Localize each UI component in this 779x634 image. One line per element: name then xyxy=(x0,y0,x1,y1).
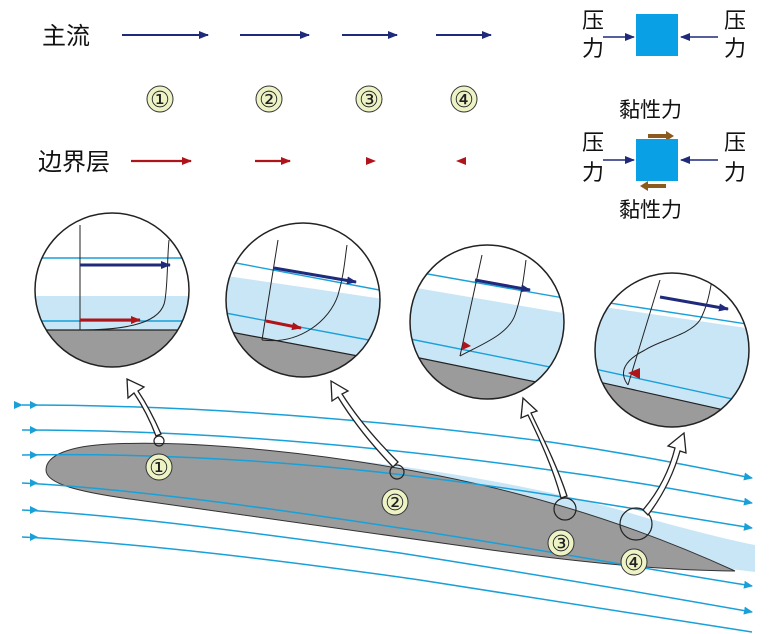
pressure-left-lower-1: 压 xyxy=(582,131,604,156)
pressure-right-lower-2: 力 xyxy=(724,161,746,186)
airfoil-marker-4: ④ xyxy=(624,551,644,576)
magnifier-circle-4 xyxy=(594,272,750,428)
streamline-6 xyxy=(21,536,753,633)
airfoil-markers: ① ② ③ ④ xyxy=(145,453,648,576)
boundary-layer-arrow-4 xyxy=(456,157,466,165)
location-circle-3 xyxy=(553,497,577,521)
location-circle-2 xyxy=(389,464,405,480)
viscous-force-top-label: 黏性力 xyxy=(619,98,682,122)
airfoil-marker-3: ③ xyxy=(551,532,571,557)
viscous-force-bottom-label: 黏性力 xyxy=(619,198,682,222)
legend-station-4: ④ xyxy=(454,88,474,113)
legend-boundary-layer: 边界层 xyxy=(38,148,466,176)
magnifier-circle-2 xyxy=(225,222,381,378)
hollow-callout-arrow-icon xyxy=(642,431,687,516)
airfoil-marker-1: ① xyxy=(149,456,169,481)
legend-main-flow: 主流 xyxy=(42,22,492,50)
hollow-callout-arrow-icon xyxy=(126,377,162,437)
legend-station-1: ① xyxy=(150,88,170,113)
magnifier-circle-1 xyxy=(34,212,190,368)
boundary-layer-arrow-3 xyxy=(366,157,376,165)
pressure-left-upper-2: 力 xyxy=(582,37,604,62)
pressure-left-lower-2: 力 xyxy=(582,161,604,186)
pressure-right-upper-2: 力 xyxy=(724,37,746,62)
boundary-layer-label: 边界层 xyxy=(38,148,110,176)
streamline-1 xyxy=(13,400,753,481)
pressure-right-lower-1: 压 xyxy=(724,131,746,156)
fluid-element-lower xyxy=(636,139,678,181)
force-diagram-lower: 黏性力 压 力 压 力 黏性力 xyxy=(582,98,746,222)
viscous-arrow-top xyxy=(648,131,674,141)
force-diagram-upper: 压 力 压 力 xyxy=(582,9,746,62)
location-circle-1 xyxy=(153,435,165,447)
callout-arrows xyxy=(126,377,687,516)
viscous-arrow-bottom xyxy=(640,181,666,191)
airfoil-marker-2: ② xyxy=(385,491,405,516)
pressure-left-upper-1: 压 xyxy=(582,9,604,34)
magnifier-circle-3 xyxy=(409,244,565,400)
legend-station-3: ③ xyxy=(359,88,379,113)
legend-stations: ① ② ③ ④ xyxy=(146,85,478,113)
hollow-callout-arrow-icon xyxy=(330,379,399,468)
streamline-5 xyxy=(21,509,753,615)
main-flow-label: 主流 xyxy=(42,22,90,50)
airfoil-scene: ① ② ③ ④ xyxy=(13,400,755,633)
inlet-arrowheads xyxy=(30,401,38,541)
hollow-callout-arrow-icon xyxy=(520,396,568,499)
location-circle-4 xyxy=(619,507,653,541)
legend-station-2: ② xyxy=(259,88,279,113)
pressure-right-upper-1: 压 xyxy=(724,9,746,34)
fluid-element-upper xyxy=(636,14,678,56)
